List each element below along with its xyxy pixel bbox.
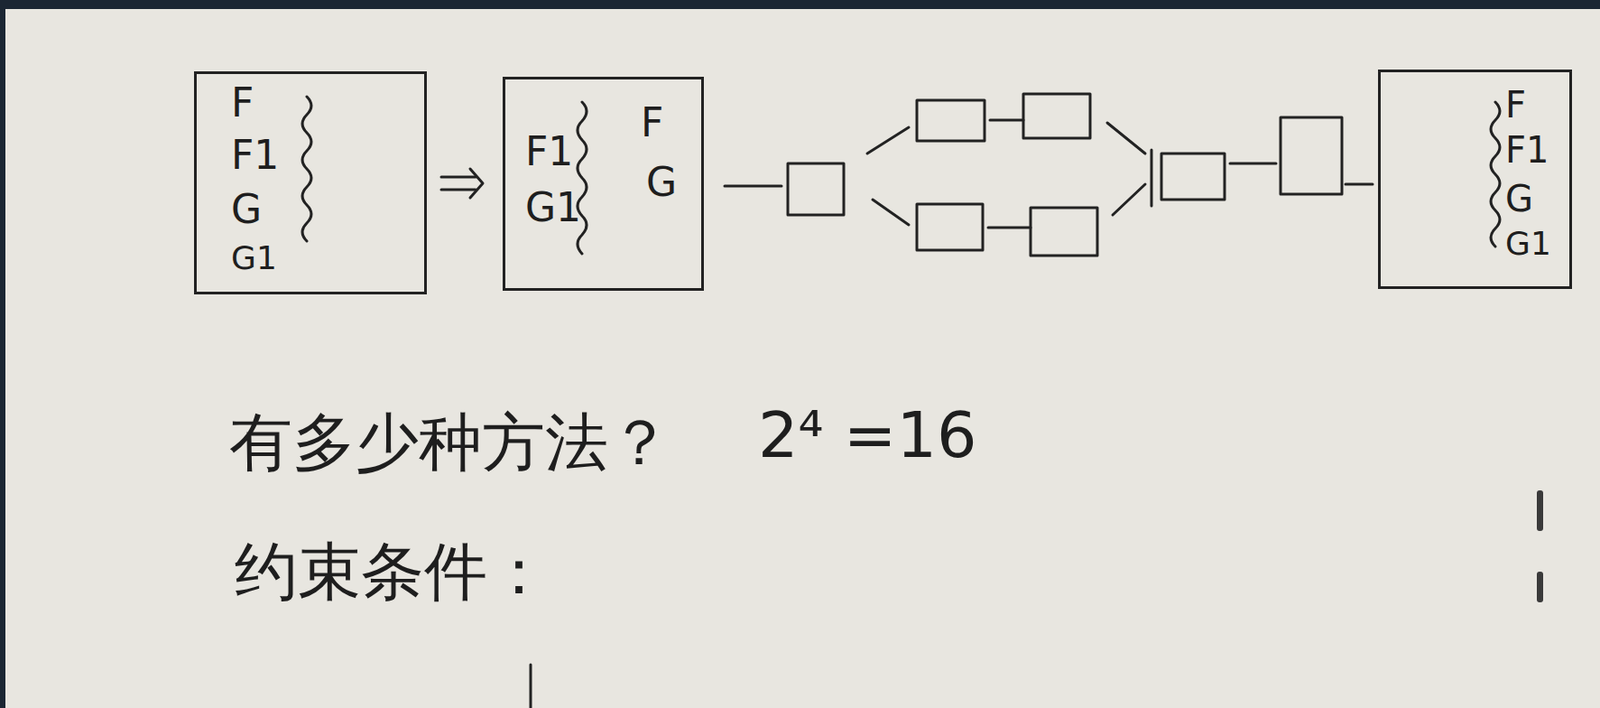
small-box: [916, 203, 983, 250]
small-box: [1023, 93, 1091, 139]
frame-edge: [0, 0, 6, 708]
variable-name: G1: [525, 187, 582, 228]
wire: [872, 199, 909, 225]
small-box: [1280, 117, 1342, 195]
wire: [724, 184, 782, 188]
small-box: [1030, 207, 1098, 256]
wire: [1107, 122, 1146, 154]
implies-arrow: [441, 168, 483, 198]
variable-name: F1: [525, 131, 574, 172]
frame-edge: [0, 0, 1600, 10]
pen-stroke: [529, 664, 533, 708]
small-box: [1161, 153, 1225, 200]
arrow-head: [470, 168, 483, 198]
variable-name: G: [1505, 180, 1534, 217]
variable-name: F: [640, 102, 664, 143]
variable-box: F1G1 FG: [502, 76, 704, 291]
handwritten-note: 有多少种方法？: [229, 407, 672, 478]
variable-box: F F1G G1: [194, 71, 427, 295]
variable-name: G1: [231, 241, 278, 275]
variable-name: F1: [1505, 131, 1549, 168]
variable-name: F: [1505, 86, 1527, 123]
handwritten-note: 2⁴ =16: [758, 400, 978, 471]
variable-name: G1: [1505, 227, 1552, 260]
small-box: [787, 163, 844, 215]
small-box: [916, 100, 985, 141]
wire: [1230, 162, 1277, 166]
arrow-shaft: [441, 188, 476, 192]
binder-mark: [1536, 571, 1544, 602]
wire: [867, 127, 909, 154]
variable-box: F F1G G1: [1378, 69, 1573, 289]
wire: [1150, 149, 1154, 206]
handwritten-note: 约束条件：: [234, 536, 551, 607]
squiggle: [1490, 101, 1500, 247]
squiggle: [302, 96, 312, 241]
variable-name: G: [231, 189, 262, 230]
squiggle: [577, 101, 587, 254]
wire: [989, 119, 1024, 122]
arrow-shaft: [441, 175, 476, 179]
wire: [988, 226, 1031, 230]
variable-name: G: [646, 162, 677, 203]
wire: [1345, 183, 1373, 186]
variable-name: F1: [231, 135, 279, 176]
variable-name: F: [231, 83, 254, 123]
binder-mark: [1536, 490, 1544, 531]
wire: [1112, 184, 1146, 215]
